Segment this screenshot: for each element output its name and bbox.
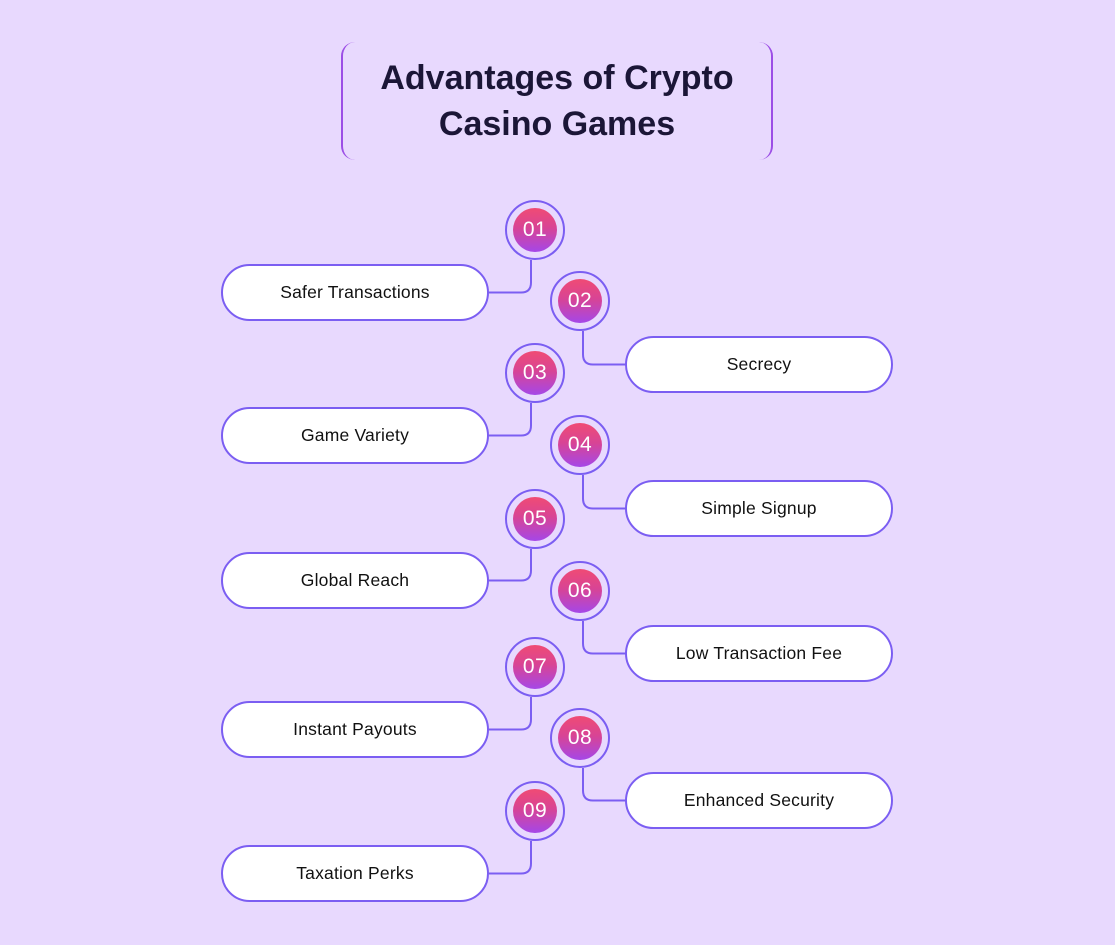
number-badge: 06 (550, 561, 610, 621)
number-badge: 07 (505, 637, 565, 697)
badge-number: 03 (513, 351, 557, 395)
elbow-connector (582, 331, 626, 366)
elbow-connector (489, 841, 532, 875)
number-badge: 08 (550, 708, 610, 768)
elbow-connector (489, 549, 532, 582)
number-badge: 03 (505, 343, 565, 403)
number-badge: 01 (505, 200, 565, 260)
number-badge: 02 (550, 271, 610, 331)
elbow-connector (582, 475, 626, 510)
advantage-label: Global Reach (221, 552, 489, 609)
elbow-connector (582, 768, 626, 802)
elbow-connector (489, 697, 532, 731)
advantage-label: Game Variety (221, 407, 489, 464)
advantage-label: Simple Signup (625, 480, 893, 537)
advantage-label: Enhanced Security (625, 772, 893, 829)
badge-number: 05 (513, 497, 557, 541)
advantage-label: Safer Transactions (221, 264, 489, 321)
elbow-connector (489, 403, 532, 437)
badge-number: 08 (558, 716, 602, 760)
advantage-label: Instant Payouts (221, 701, 489, 758)
badge-number: 04 (558, 423, 602, 467)
badge-number: 01 (513, 208, 557, 252)
badge-number: 09 (513, 789, 557, 833)
badge-number: 02 (558, 279, 602, 323)
number-badge: 09 (505, 781, 565, 841)
elbow-connector (582, 621, 626, 655)
badge-number: 07 (513, 645, 557, 689)
number-badge: 05 (505, 489, 565, 549)
advantage-label: Taxation Perks (221, 845, 489, 902)
elbow-connector (489, 260, 532, 294)
badge-number: 06 (558, 569, 602, 613)
page-title: Advantages of Crypto Casino Games (380, 59, 734, 143)
title-box: Advantages of Crypto Casino Games (341, 42, 773, 160)
advantage-label: Secrecy (625, 336, 893, 393)
number-badge: 04 (550, 415, 610, 475)
advantage-label: Low Transaction Fee (625, 625, 893, 682)
